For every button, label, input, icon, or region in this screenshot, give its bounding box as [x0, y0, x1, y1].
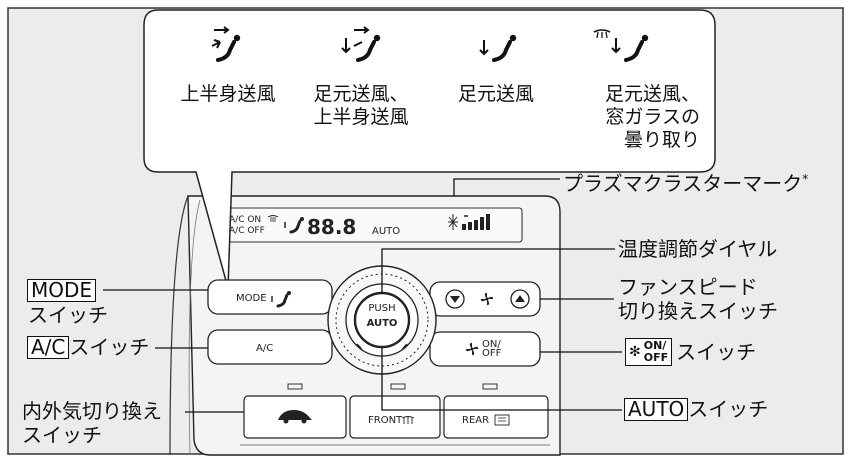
- svg-text:ON/: ON/: [482, 339, 501, 350]
- auto-callout-suffix: スイッチ: [688, 397, 769, 421]
- rear-defrost-button[interactable]: [444, 396, 548, 438]
- upper-body-airflow-icon: [211, 26, 241, 62]
- lamp-front: [390, 383, 406, 390]
- lcd-airflow-icon: [284, 217, 304, 234]
- mode-label-floor: 足元送風: [457, 83, 534, 105]
- fan-onoff-box-bottom: OFF: [643, 351, 669, 364]
- plasmacluster-note-mark: *: [802, 172, 809, 186]
- ac-callout-box: A/C: [27, 336, 70, 359]
- lcd-defrost-icon: [267, 215, 279, 222]
- lcd-auto: AUTO: [372, 226, 400, 237]
- fan-onoff-callout-suffix: スイッチ: [676, 339, 757, 364]
- floor-airflow-icon: [479, 34, 517, 62]
- ac-button-text: A/C: [256, 343, 273, 354]
- lcd-plasmacluster-icon: [448, 214, 458, 230]
- fan-icon: [480, 292, 494, 306]
- leader-temp-dial: [381, 248, 615, 294]
- lcd-temperature: 88.8: [307, 215, 356, 239]
- recirc-callout-line1: 内外気切り換え: [22, 399, 162, 423]
- mode-button[interactable]: [208, 280, 332, 314]
- mode-callout-box: MODE: [27, 279, 97, 302]
- leader-plasmacluster: [453, 178, 560, 196]
- fan-onoff-callout-box: ✻ ON/ OFF: [625, 338, 673, 366]
- fan-onoff-callout-fan-icon: ✻: [629, 343, 641, 360]
- svg-text:AUTO: AUTO: [367, 318, 398, 329]
- floor-and-upper-airflow-icon: [341, 26, 381, 62]
- svg-text:OFF: OFF: [482, 348, 502, 359]
- front-defrost-button-shape: [349, 395, 441, 439]
- mode-label-upper-body: 上半身送風: [180, 83, 276, 105]
- auto-button[interactable]: [355, 293, 409, 347]
- mode-button-text: MODE: [236, 293, 267, 304]
- recirc-callout-line2: スイッチ: [22, 423, 102, 447]
- recirc-button[interactable]: [244, 396, 346, 438]
- fan-speed-callout-line2: 切り換えスイッチ: [618, 299, 778, 323]
- fan-speed-button[interactable]: [430, 282, 540, 316]
- lcd-ac-on: A/C ON: [229, 215, 261, 225]
- fan-up-icon: [510, 289, 530, 309]
- plasmacluster-label: プラズマクラスターマーク: [563, 171, 803, 196]
- svg-text:REAR: REAR: [462, 415, 489, 426]
- airflow-modes-bubble: [143, 9, 716, 289]
- leader-auto: [381, 347, 622, 411]
- rear-defrost-button-shape: [443, 395, 549, 439]
- lcd-ac-off: A/C OFF: [229, 226, 265, 236]
- lcd-fan-speed-bars: [462, 214, 490, 230]
- fan-onoff-btn-icon: [465, 342, 479, 356]
- trim-line-left: [169, 195, 189, 456]
- floor-and-defrost-airflow-icon: [593, 29, 649, 62]
- temp-dial-callout: 温度調節ダイヤル: [618, 237, 778, 261]
- ac-button-shape: [207, 329, 333, 365]
- svg-text:PUSH: PUSH: [368, 303, 395, 314]
- auto-callout-box: AUTO: [624, 398, 689, 421]
- mode-button-shape: [207, 279, 333, 315]
- fan-onoff-callout: ✻ ON/ OFF スイッチ: [625, 338, 756, 366]
- fan-onoff-box-top: ON/: [643, 339, 667, 352]
- mode-button-icon: [271, 291, 291, 308]
- lamp-recirc: [287, 383, 303, 390]
- mode-label-floor-upper: 足元送風、 上半身送風: [313, 83, 409, 128]
- mode-callout-line1: MODE: [27, 279, 97, 302]
- fan-onoff-button-shape: [429, 331, 541, 367]
- svg-text:FRONT: FRONT: [368, 415, 403, 426]
- ac-callout-suffix: スイッチ: [69, 335, 150, 359]
- fan-speed-callout-line1: ファンスピード: [618, 275, 758, 299]
- fan-down-icon: [445, 289, 465, 309]
- ac-button[interactable]: [208, 330, 332, 364]
- front-defrost-button[interactable]: [350, 396, 440, 438]
- plasmacluster-callout: プラズマクラスターマーク*: [563, 168, 808, 196]
- mode-callout-line2: スイッチ: [28, 303, 108, 327]
- lamp-rear: [482, 383, 498, 390]
- trim-line-left-inner: [188, 199, 201, 456]
- mode-label-floor-defrost: 足元送風、 窓ガラスの 曇り取り: [604, 83, 700, 151]
- car-recirc-icon: [278, 410, 312, 420]
- fan-onoff-button[interactable]: [430, 332, 540, 366]
